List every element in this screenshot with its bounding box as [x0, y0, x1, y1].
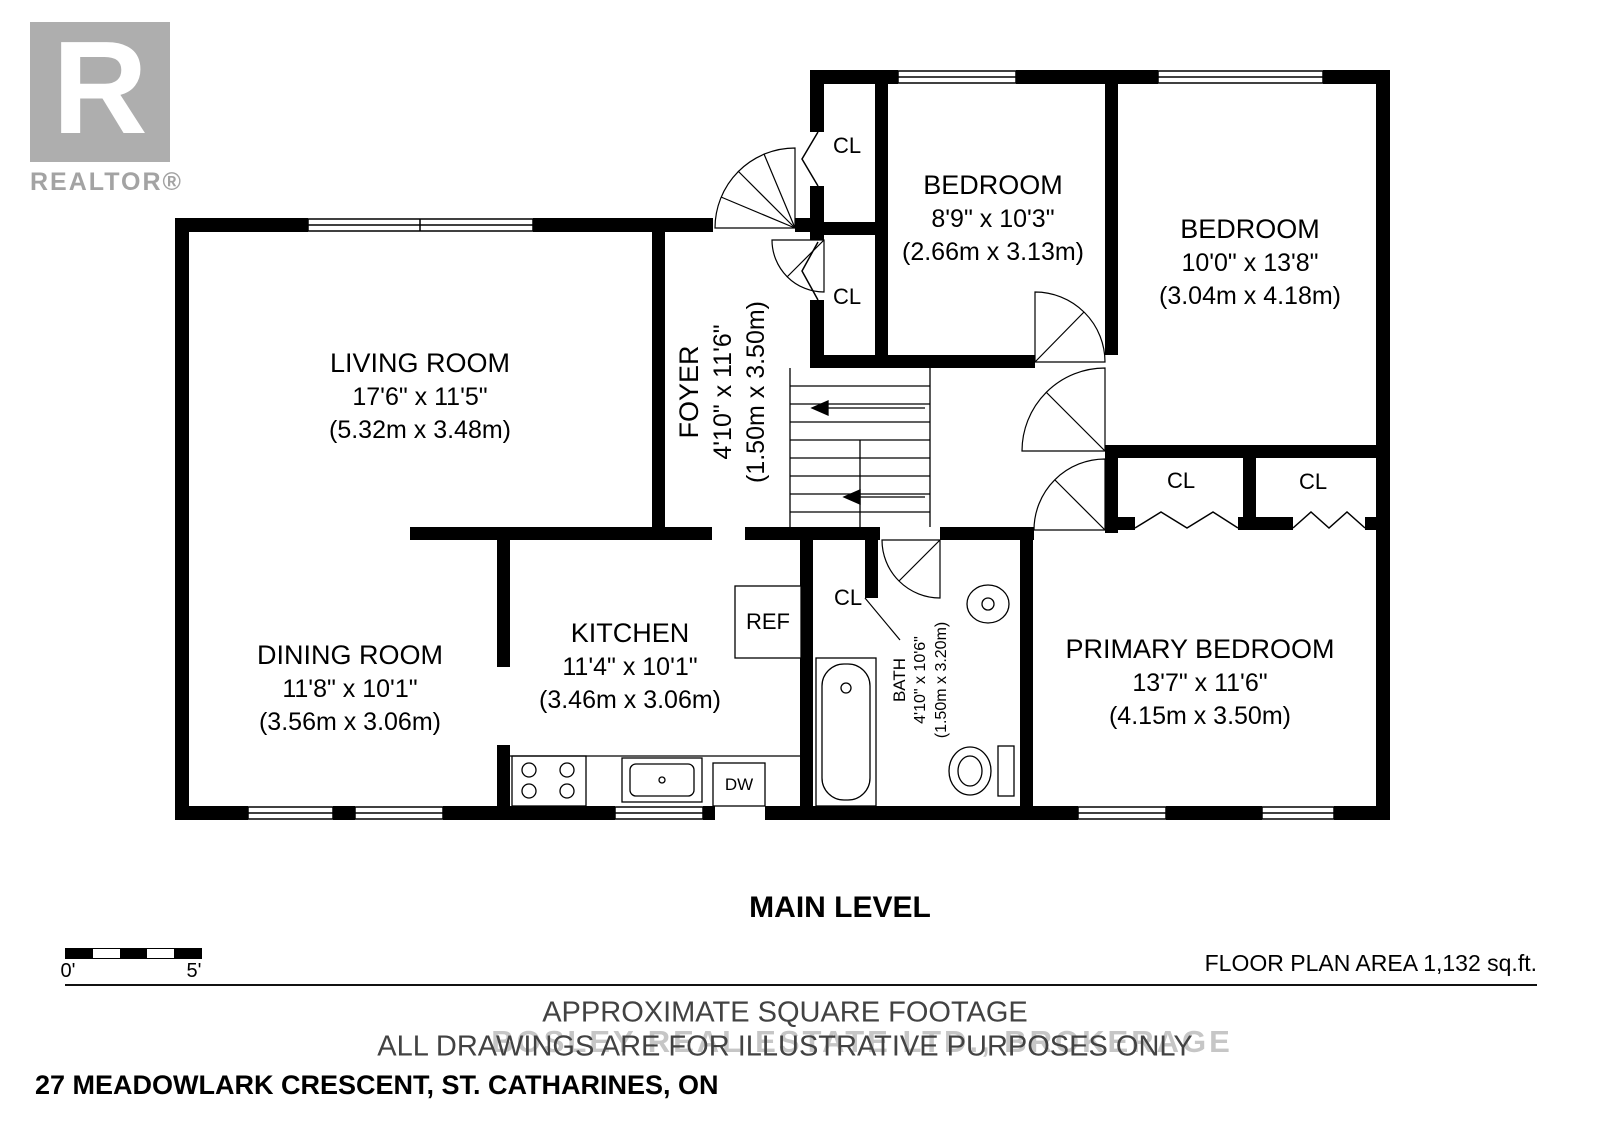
- toilet-icon: [997, 745, 1015, 797]
- hall-closet-bifold: [1134, 511, 1239, 529]
- doors-layer: [714, 147, 1106, 641]
- foyer-label: FOYER 4'10" x 11'6" (1.50m x 3.50m): [673, 300, 770, 484]
- property-address: 27 MEADOWLARK CRESCENT, ST. CATHARINES, …: [35, 1070, 719, 1100]
- dishwasher-label: DW: [724, 775, 754, 794]
- fridge-icon: [734, 585, 802, 659]
- bedroom2-label: BEDROOM 10'0" x 13'8" (3.04m x 4.18m): [1158, 213, 1342, 310]
- level-title: MAIN LEVEL: [749, 891, 931, 924]
- closet-label: CL: [833, 585, 863, 610]
- fridge-label: REF: [746, 609, 790, 634]
- bath-closet-door-leaf: [864, 597, 901, 641]
- scale-end-label: 5': [186, 960, 202, 982]
- bath-label: BATH 4'10" x 10'6" (1.50m x 3.20m): [890, 621, 951, 739]
- closet-label: CL: [832, 133, 862, 158]
- realtor-logo-letter: R: [52, 14, 148, 161]
- footer-divider: [65, 984, 1537, 986]
- stairs: [789, 368, 931, 527]
- disclaimer-line2: ALL DRAWINGS ARE FOR ILLUSTRATIVE PURPOS…: [377, 1030, 1193, 1063]
- floor-plan-area: FLOOR PLAN AREA 1,132 sq.ft.: [1204, 950, 1537, 976]
- windows-layer: [247, 70, 1335, 820]
- foyer-closet-bifold: [801, 241, 819, 301]
- living-room-label: LIVING ROOM 17'6" x 11'5" (5.32m x 3.48m…: [328, 347, 512, 444]
- closet-label: CL: [1166, 468, 1196, 493]
- bath-sink-icon: [966, 584, 1010, 624]
- realtor-logo: R: [30, 22, 170, 162]
- kitchen-sink-icon: [621, 757, 703, 803]
- closet-label: CL: [832, 284, 862, 309]
- scale-bar: [65, 948, 202, 959]
- scale-start-label: 0': [60, 960, 76, 982]
- disclaimer-line1: APPROXIMATE SQUARE FOOTAGE: [542, 996, 1028, 1029]
- bifold-doors-layer: [801, 131, 1366, 530]
- hall-closet-bifold: [1292, 510, 1366, 530]
- brokerage-watermark: BOSLEY REAL ESTATE LTD., BROKERAGE: [491, 1024, 1233, 1059]
- bedroom1-label: BEDROOM 8'9" x 10'3" (2.66m x 3.13m): [901, 169, 1085, 266]
- walls-layer: [175, 70, 1390, 820]
- closet-label: CL: [1298, 469, 1328, 494]
- realtor-wordmark: REALTOR®: [30, 168, 183, 196]
- dishwasher-icon: [712, 762, 766, 807]
- fixtures-layer: [510, 584, 1015, 807]
- kitchen-label: KITCHEN 11'4" x 10'1" (3.46m x 3.06m): [538, 617, 722, 714]
- primary-bedroom-label: PRIMARY BEDROOM 13'7" x 11'6" (4.15m x 3…: [1065, 633, 1335, 730]
- dining-room-label: DINING ROOM 11'8" x 10'1" (3.56m x 3.06m…: [257, 639, 443, 736]
- bathtub-icon: [815, 657, 877, 807]
- foyer-closet-bifold: [801, 131, 819, 187]
- stove-icon: [511, 755, 587, 807]
